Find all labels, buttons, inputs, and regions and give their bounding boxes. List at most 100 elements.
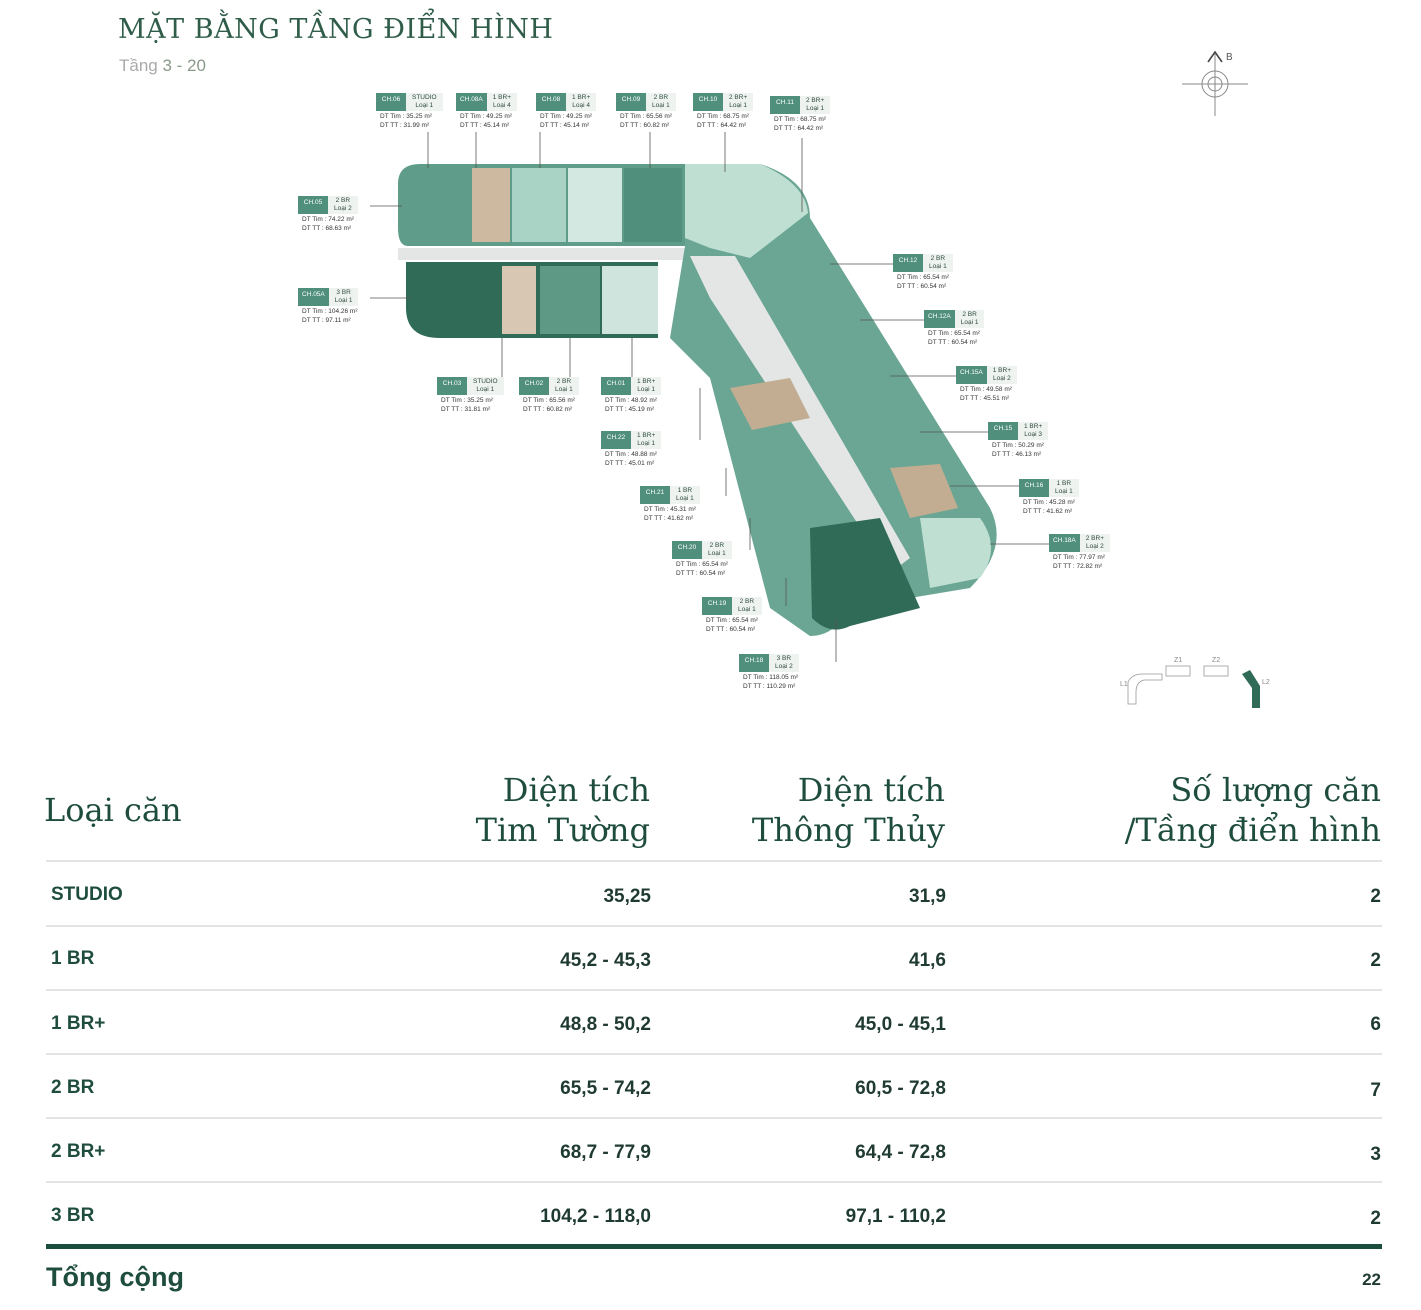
unit-area-tt: DT TT : 60.82 m² <box>620 122 670 129</box>
col-header-tim: Diện tích Tim Tường <box>476 770 650 850</box>
unit-type-name: 1 BR+ <box>992 367 1012 374</box>
unit-area-tim: DT Tim : 65.54 m² <box>676 561 728 568</box>
unit-type-name: 2 BR <box>556 378 572 385</box>
unit-area-tt: DT TT : 45.14 m² <box>540 122 590 129</box>
unit-area-tim: DT Tim : 50.29 m² <box>992 442 1044 449</box>
unit-ch08-area <box>568 168 622 242</box>
row-2brplus-tt: 64,4 - 72,8 <box>855 1142 946 1163</box>
unit-type-name: 2 BR <box>709 542 725 549</box>
unit-area-tim: DT Tim : 35.25 m² <box>380 113 432 120</box>
unit-code: CH.05 <box>298 196 328 214</box>
col-header-tt: Diện tích Thông Thủy <box>752 770 945 850</box>
compass-icon: B <box>1182 50 1248 116</box>
row-2brplus-qty: 3 <box>1370 1144 1381 1165</box>
unit-area-tt: DT TT : 31.99 m² <box>380 122 430 129</box>
unit-type-name: 2 BR <box>653 94 669 101</box>
unit-subtype: Loại 1 <box>476 386 495 393</box>
unit-area-tim: DT Tim : 65.56 m² <box>523 397 575 404</box>
unit-code: CH.19 <box>702 597 732 615</box>
unit-area-tim: DT Tim : 48.88 m² <box>605 451 657 458</box>
unit-areas: DT Tim : 65.54 m² DT TT : 60.54 m² <box>676 560 728 578</box>
row-studio-tim: 35,25 <box>603 886 651 907</box>
unit-subtype: Loại 1 <box>729 102 747 109</box>
row-1br-qty: 2 <box>1370 950 1381 971</box>
col-header-tt-line2: Thông Thủy <box>751 811 945 849</box>
key-plan-z1-block <box>1165 665 1191 677</box>
col-header-tim-line2: Tim Tường <box>475 811 650 849</box>
unit-type-name: 1 BR+ <box>637 432 656 439</box>
unit-area-tim: DT Tim : 49.58 m² <box>960 386 1012 393</box>
unit-type-name: 1 BR+ <box>637 378 656 385</box>
floor-range: Tầng 3 - 20 <box>119 56 206 76</box>
unit-subtype: Loại 1 <box>637 440 655 447</box>
unit-code: CH.06 <box>376 93 406 111</box>
unit-area-tim: DT Tim : 48.92 m² <box>605 397 657 404</box>
unit-area-tim: DT Tim : 68.75 m² <box>774 116 826 123</box>
unit-type-name: 3 BR <box>776 655 792 662</box>
unit-type: 1 BR+Loại 3 <box>1018 422 1049 440</box>
unit-type-name: 1 BR+ <box>572 94 591 101</box>
unit-subtype: Loại 1 <box>652 102 670 109</box>
table-divider <box>46 860 1382 862</box>
unit-type-name: STUDIO <box>473 378 498 385</box>
key-plan-l2-wing <box>1242 670 1260 708</box>
col-header-tim-line1: Diện tích <box>502 771 650 809</box>
left-wing-corridor <box>398 248 698 260</box>
unit-area-tim: DT Tim : 65.54 m² <box>897 274 949 281</box>
left-wing <box>398 164 698 338</box>
unit-area-tt: DT TT : 72.82 m² <box>1053 563 1103 570</box>
unit-area-tim: DT Tim : 45.28 m² <box>1023 499 1075 506</box>
unit-subtype: Loại 1 <box>806 105 824 112</box>
unit-type-name: 2 BR+ <box>1085 535 1105 542</box>
unit-code: CH.10 <box>693 93 723 111</box>
floor-prefix: Tầng <box>119 56 158 75</box>
unit-area-tt: DT TT : 60.54 m² <box>676 570 726 577</box>
unit-type: 1 BR+Loại 1 <box>631 377 662 395</box>
table-divider <box>46 989 1382 991</box>
unit-code: CH.20 <box>672 541 702 559</box>
unit-areas: DT Tim : 65.56 m² DT TT : 60.82 m² <box>523 396 575 414</box>
unit-area-tim: DT Tim : 65.54 m² <box>928 330 980 337</box>
compass-north-label: B <box>1226 52 1233 63</box>
unit-ch02-area <box>540 266 600 334</box>
unit-ch08a-area <box>512 168 566 242</box>
unit-code: CH.12A <box>924 310 955 328</box>
key-plan-label-l2: L2 <box>1262 679 1270 686</box>
unit-subtype: Loại 4 <box>572 102 590 109</box>
unit-type: 1 BR+Loại 4 <box>566 93 597 111</box>
unit-area-tim: DT Tim : 68.75 m² <box>697 113 749 120</box>
key-plan-l1-wing <box>1127 673 1163 705</box>
unit-ch01-area <box>602 266 658 334</box>
unit-code: CH.08 <box>536 93 566 111</box>
unit-area-tt: DT TT : 60.82 m² <box>523 406 573 413</box>
unit-type-name: 2 BR+ <box>729 94 748 101</box>
unit-subtype: Loại 1 <box>929 263 947 270</box>
unit-area-tim: DT Tim : 104.26 m² <box>302 308 358 315</box>
unit-code: CH.01 <box>601 377 631 395</box>
unit-subtype: Loại 1 <box>555 386 573 393</box>
row-studio-qty: 2 <box>1370 886 1381 907</box>
total-label: Tổng cộng <box>46 1262 184 1292</box>
